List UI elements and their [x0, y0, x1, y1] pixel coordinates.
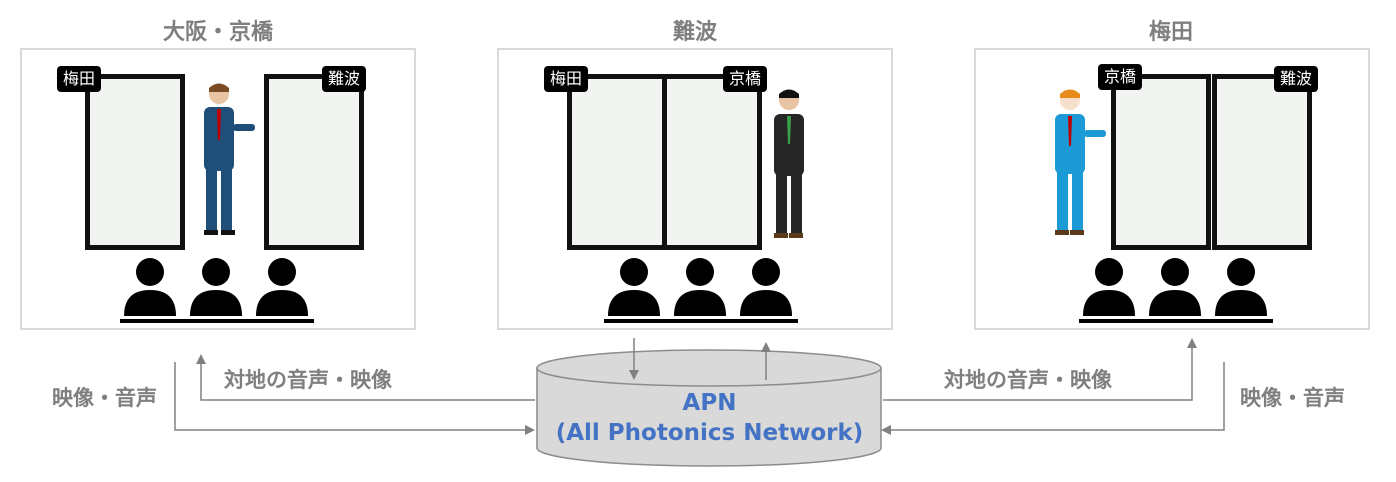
site-title-umeda: 梅田	[1148, 20, 1193, 45]
site-title-namba: 難波	[672, 20, 717, 45]
network-full-name: (All Photonics Network)	[555, 420, 864, 446]
flow-label-right-outgoing: 映像・音声	[1240, 386, 1345, 410]
display-tag-namba: 難波	[1274, 66, 1319, 92]
arrow-left-incoming	[196, 354, 535, 401]
site-panel-umeda: 京橋 難波	[974, 48, 1370, 330]
flow-label-left-outgoing: 映像・音声	[52, 386, 157, 410]
display-tag-umeda: 梅田	[544, 66, 589, 92]
remote-display-frame-kyobashi	[662, 74, 762, 250]
flow-label-right-incoming: 対地の音声・映像	[944, 368, 1112, 392]
person-figure-navy-suit	[204, 83, 255, 235]
remote-display-frame-namba	[264, 74, 364, 250]
site-panel-namba: 梅田 京橋	[497, 48, 893, 330]
arrow-right-incoming	[883, 338, 1197, 401]
site-panel-osaka-kyobashi: 梅田 難波	[20, 48, 416, 330]
person-figure-bright-blue-suit	[1055, 89, 1106, 235]
arrow-right-outgoing	[881, 362, 1225, 435]
person-figure-black-suit	[774, 89, 804, 238]
audience-icon	[1079, 258, 1273, 323]
audience-icon	[604, 258, 798, 323]
apn-network-cylinder	[536, 349, 882, 467]
remote-display-frame-umeda	[567, 74, 667, 250]
network-name: APN	[682, 390, 737, 416]
flow-label-left-incoming: 対地の音声・映像	[224, 368, 392, 392]
site-title-osaka-kyobashi: 大阪・京橋	[162, 20, 273, 45]
remote-display-frame-kyobashi	[1111, 74, 1211, 250]
remote-display-frame-namba	[1212, 74, 1312, 250]
display-tag-kyobashi: 京橋	[1098, 64, 1143, 90]
display-tag-namba: 難波	[322, 66, 367, 92]
display-tag-umeda: 梅田	[57, 66, 102, 92]
audience-icon	[120, 258, 314, 323]
remote-display-frame-umeda	[85, 74, 185, 250]
display-tag-kyobashi: 京橋	[723, 66, 768, 92]
arrow-left-outgoing	[174, 362, 535, 435]
